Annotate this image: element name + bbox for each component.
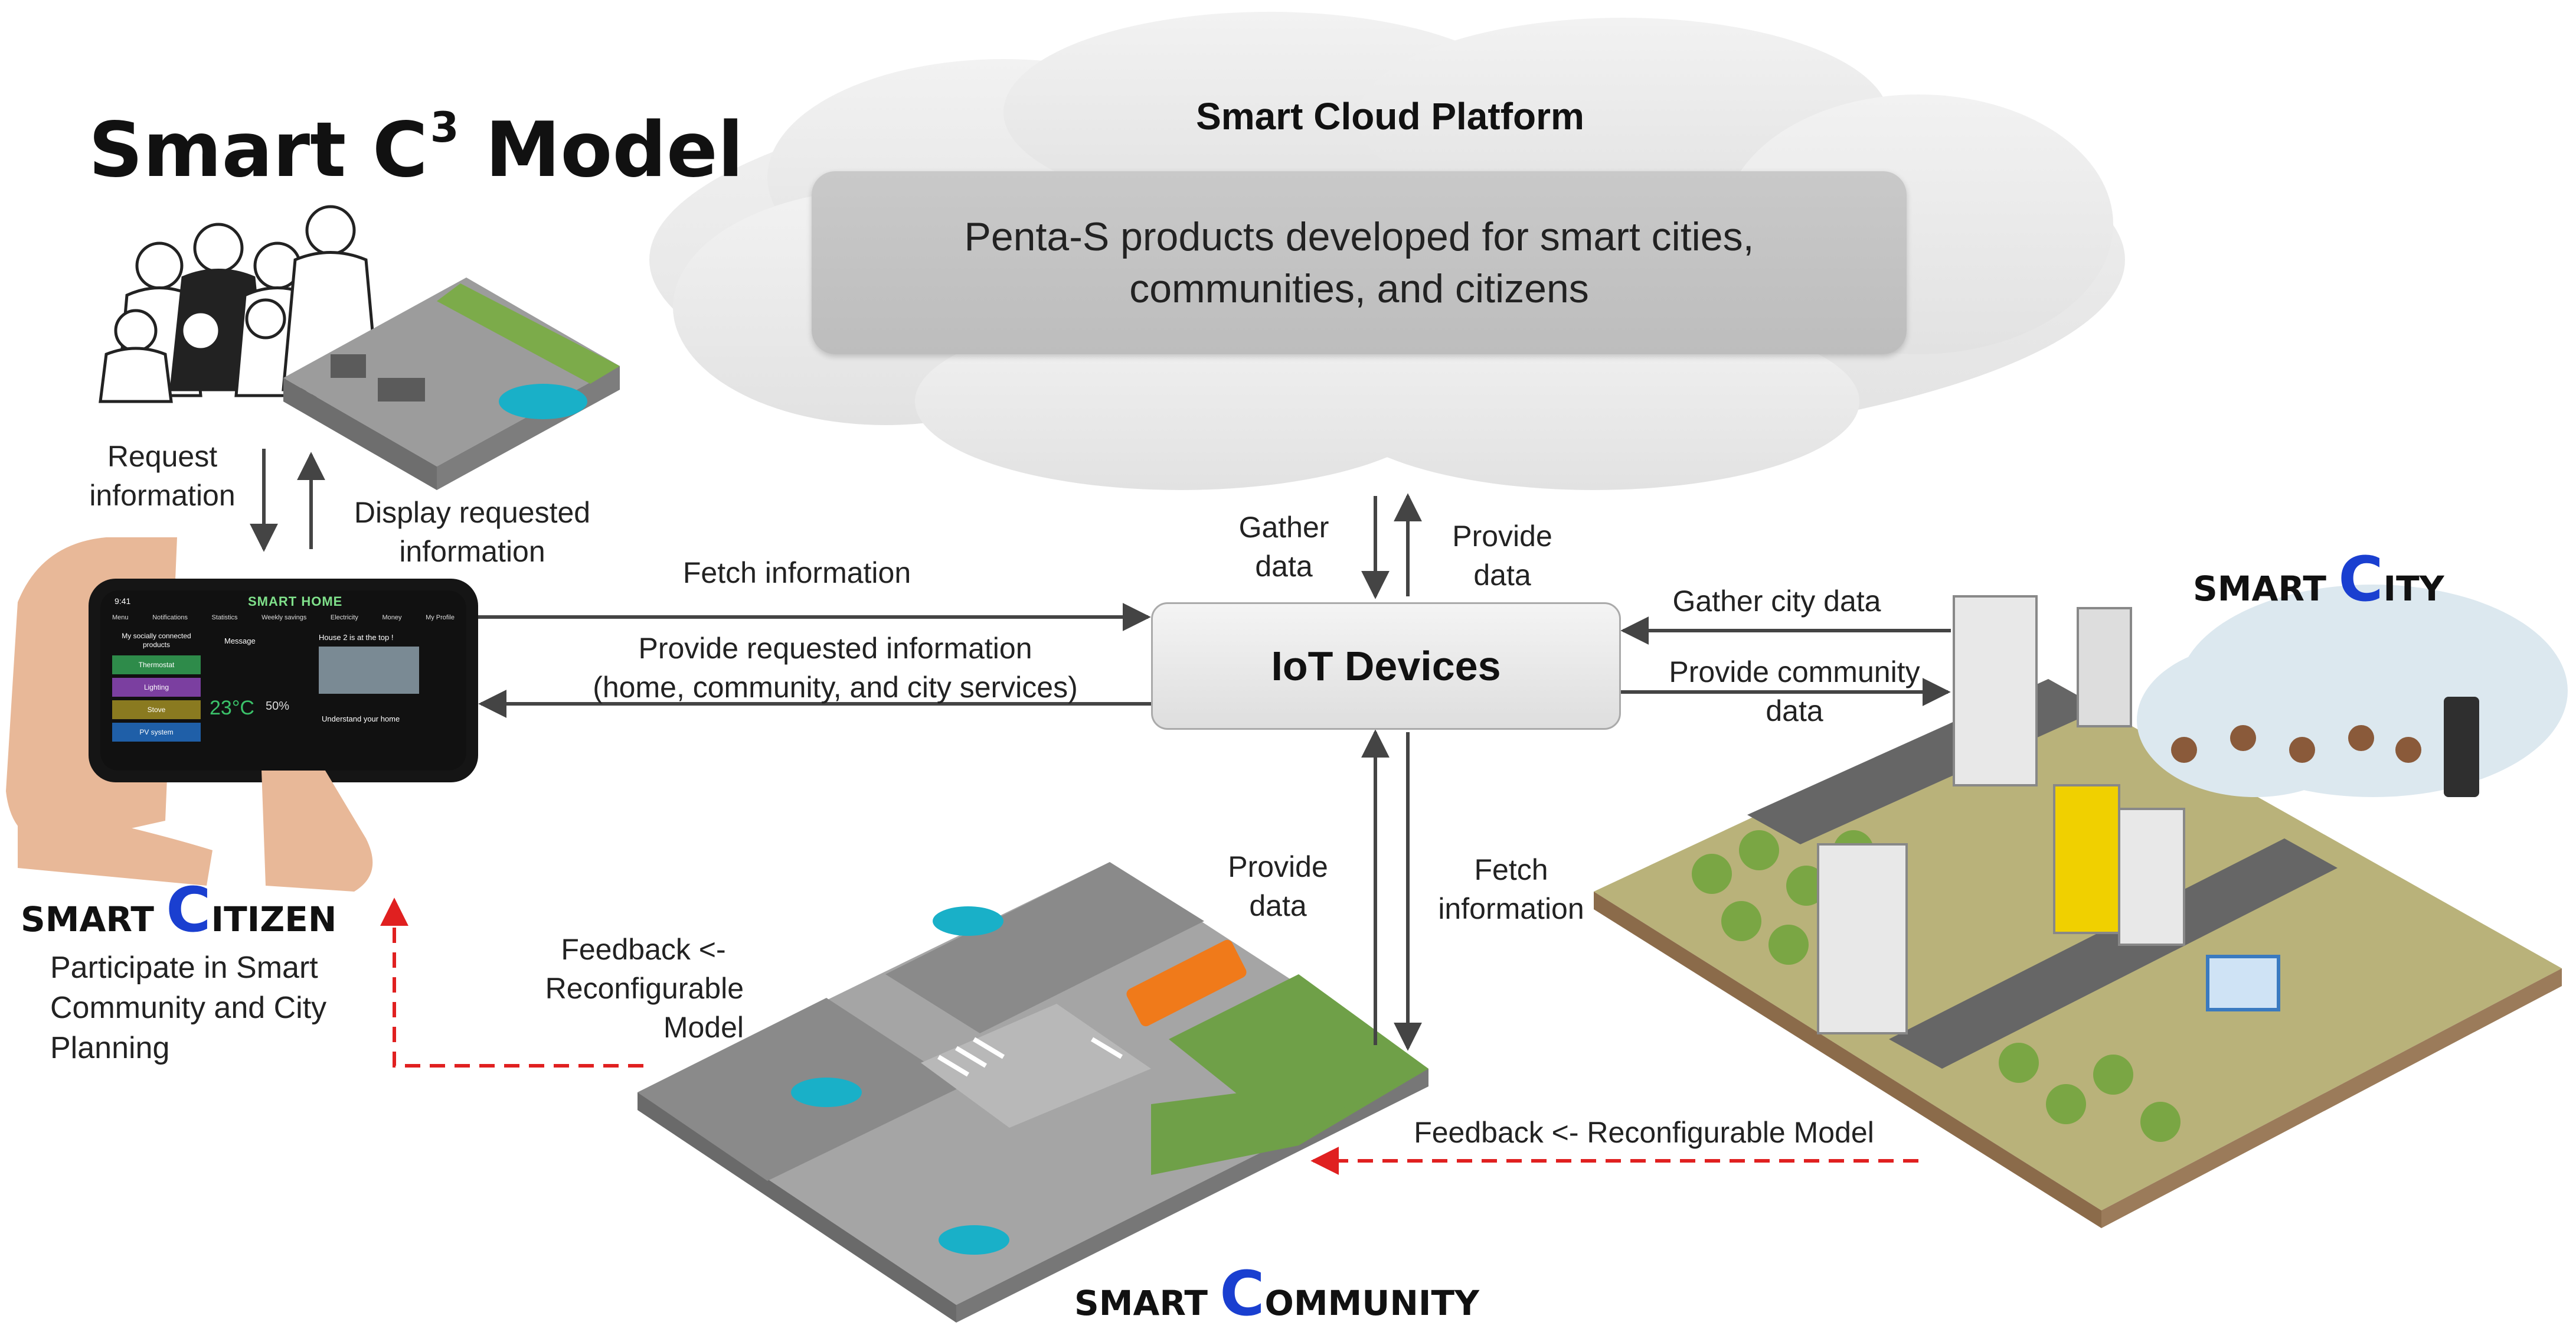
citizen-description: Participate in Smart Community and City … (50, 948, 326, 1068)
cloud-shape (649, 12, 2125, 490)
community-smart: SMART (1074, 1283, 1220, 1323)
label-feedback-right: Feedback <- Reconfigurable Model (1414, 1116, 1874, 1149)
phone-temp: 23°C (210, 697, 254, 719)
model-title-sup: 3 (430, 103, 459, 152)
model-title-main: Smart C (89, 106, 428, 194)
nav-statistics: Statistics (211, 614, 238, 621)
label-provide-req-line2: (home, community, and city services) (593, 671, 1078, 704)
nav-weekly-savings: Weekly savings (261, 614, 307, 621)
city-smart: SMART (2193, 569, 2339, 609)
label-gather-data: Gather data (1210, 508, 1358, 586)
smart-community-heading: SMART COMMUNITY (1074, 1258, 1479, 1330)
phone-humidity: 50% (266, 700, 290, 713)
label-provide-bot-line2: data (1249, 889, 1307, 922)
arrow-feedback-citizen (380, 897, 643, 1068)
label-provide-top-line2: data (1473, 559, 1531, 592)
nav-profile: My Profile (426, 614, 455, 621)
city-rest: ITY (2383, 569, 2444, 609)
citizen-rest: ITIZEN (211, 899, 337, 939)
iot-devices-label: IoT Devices (1271, 643, 1501, 689)
iot-devices-box: IoT Devices (1151, 602, 1621, 730)
phone-understand-home: Understand your home (322, 714, 400, 723)
product-thermostat: Thermostat (112, 655, 201, 674)
citizens-illustration (99, 205, 380, 403)
label-request-line1: Request (107, 440, 218, 473)
label-provide-data-top: Provide data (1428, 517, 1576, 595)
cloud-box-line1: Penta-S products developed for smart cit… (964, 214, 1754, 259)
city-people-bubble (2137, 585, 2568, 797)
label-display-line2: information (399, 535, 545, 568)
smart-home-illustration (283, 278, 620, 490)
city-illustration (1594, 595, 2562, 1228)
label-gather-line1: Gather (1238, 511, 1329, 544)
citizen-smart: SMART (21, 899, 166, 939)
product-lighting: Lighting (112, 678, 201, 697)
label-provide-bot-line1: Provide (1228, 850, 1328, 883)
community-illustration (638, 862, 1428, 1323)
phone-screen: 9:41 SMART HOME Menu Notifications Stati… (100, 590, 466, 771)
phone-time: 9:41 (115, 596, 131, 606)
phone-house-message: House 2 is at the top ! (319, 633, 394, 642)
label-fetch-information-bottom: Fetch information (1423, 850, 1600, 928)
products-panel-title: My socially connected products (122, 632, 191, 649)
product-pv-system: PV system (112, 723, 201, 742)
nav-notifications: Notifications (152, 614, 188, 621)
label-provide-requested: Provide requested information (home, com… (531, 629, 1139, 707)
label-provide-community-data: Provide community data (1635, 652, 1954, 730)
citizen-initial: C (166, 874, 211, 946)
label-request-information: Request information (65, 437, 260, 515)
arrows (250, 449, 1951, 1051)
label-fetch-bot-line2: information (1438, 892, 1584, 925)
feedback-arrows (380, 897, 1918, 1175)
phone-house-image (319, 647, 419, 694)
label-request-line2: information (89, 479, 236, 512)
community-initial: C (1220, 1258, 1265, 1330)
community-rest: OMMUNITY (1264, 1283, 1480, 1323)
label-fetch-information: Fetch information (682, 556, 911, 589)
citizen-desc-line1: Participate in Smart (50, 951, 318, 985)
nav-electricity: Electricity (330, 614, 358, 621)
cloud-title: Smart Cloud Platform (1196, 95, 1584, 138)
label-display-line1: Display requested (354, 496, 591, 529)
phone-products-panel: My socially connected products Thermosta… (112, 632, 201, 759)
city-initial: C (2338, 543, 2384, 615)
label-feedback-left-line1: Feedback <- (561, 933, 726, 966)
label-provide-data-bottom: Provide data (1204, 847, 1352, 925)
phone-message-title: Message (224, 637, 256, 645)
phone-app-title: SMART HOME (248, 594, 343, 609)
label-provide-top-line1: Provide (1452, 520, 1552, 553)
label-feedback-left-line2: Reconfigurable (545, 972, 744, 1005)
label-fetch-bot-line1: Fetch (1474, 853, 1548, 886)
cloud-box-line2: communities, and citizens (1129, 266, 1589, 311)
cloud-platform-box: Penta-S products developed for smart cit… (812, 171, 1907, 354)
nav-menu: Menu (112, 614, 129, 621)
label-feedback-left: Feedback <- Reconfigurable Model (508, 930, 744, 1047)
label-provide-comm-line2: data (1766, 694, 1823, 727)
model-title-suffix: Model (459, 106, 744, 194)
smart-citizen-heading: SMART CITIZEN (21, 874, 336, 946)
smart-city-heading: SMART CITY (2193, 543, 2444, 615)
label-provide-comm-line1: Provide community (1669, 655, 1920, 688)
product-stove: Stove (112, 700, 201, 719)
label-provide-req-line1: Provide requested information (638, 632, 1032, 665)
label-feedback-left-line3: Model (663, 1011, 744, 1044)
citizen-desc-line3: Planning (50, 1031, 170, 1065)
phone-nav: Menu Notifications Statistics Weekly sav… (112, 614, 455, 621)
label-gather-line2: data (1255, 550, 1313, 583)
model-title: Smart C3 Model (89, 103, 744, 194)
citizen-desc-line2: Community and City (50, 991, 327, 1025)
label-display-requested: Display requested information (331, 493, 614, 571)
label-gather-city-data: Gather city data (1672, 585, 1881, 618)
nav-money: Money (382, 614, 402, 621)
